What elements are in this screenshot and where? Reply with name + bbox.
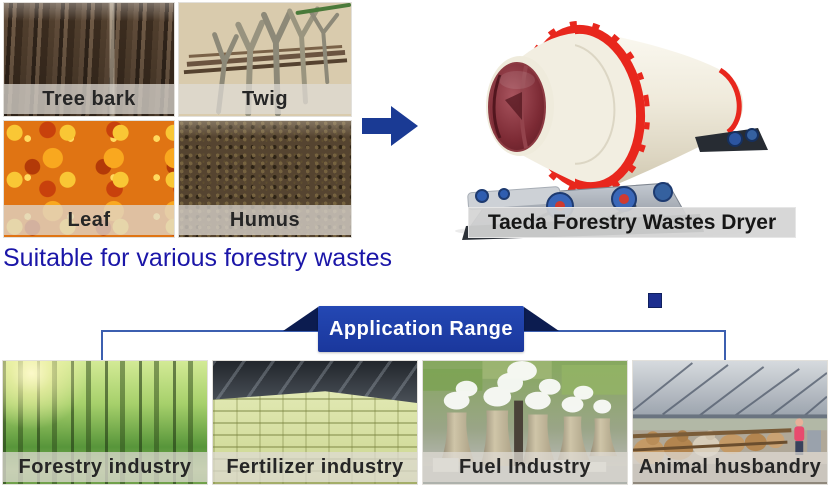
product-name-caption: Taeda Forestry Wastes Dryer <box>468 207 796 238</box>
fuel-industry-photo: Fuel Industry <box>422 360 628 485</box>
leaf-label: Leaf <box>4 205 174 235</box>
blue-square-decoration <box>648 293 662 308</box>
warehouse-roof-graphic <box>213 361 417 403</box>
connector-line-left <box>101 330 103 361</box>
animal-husbandry-label: Animal husbandry <box>633 452 827 482</box>
arrow-right-icon <box>362 101 418 151</box>
fertilizer-industry-photo: Fertilizer industry <box>212 360 418 485</box>
leaf-photo: Leaf <box>3 120 175 238</box>
tree-bark-photo: Tree bark <box>3 2 175 117</box>
rotary-dryer-illustration <box>455 5 830 240</box>
tree-bark-label: Tree bark <box>4 84 174 114</box>
headline-suitable-wastes: Suitable for various forestry wastes <box>3 244 393 272</box>
forestry-industry-photo: Forestry industry <box>2 360 208 485</box>
fuel-industry-label: Fuel Industry <box>423 452 627 482</box>
twig-photo: Twig <box>178 2 352 117</box>
connector-line-right <box>724 330 726 361</box>
humus-photo: Humus <box>178 120 352 238</box>
humus-label: Humus <box>179 205 351 235</box>
forestry-industry-label: Forestry industry <box>3 452 207 482</box>
application-range-banner: Application Range <box>318 306 524 352</box>
fertilizer-industry-label: Fertilizer industry <box>213 452 417 482</box>
animal-husbandry-photo: Animal husbandry <box>632 360 828 485</box>
twig-label: Twig <box>179 84 351 114</box>
ribbon-fold-left <box>283 307 318 331</box>
ribbon-fold-right <box>524 307 559 331</box>
